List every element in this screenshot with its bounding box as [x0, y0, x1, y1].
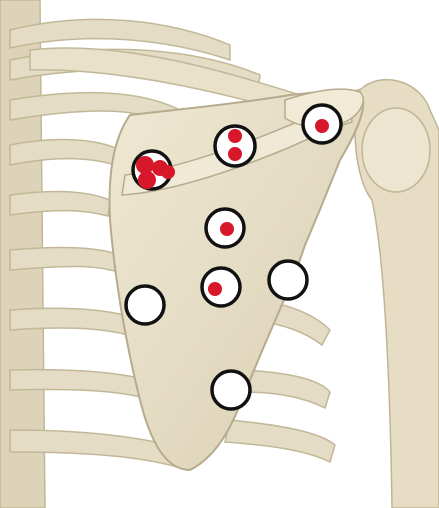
marker-infraspinous-medial[interactable] [126, 286, 164, 324]
rib [10, 248, 120, 272]
marker-spine-middle[interactable] [206, 209, 244, 247]
humerus [355, 80, 439, 508]
marker-dot [208, 282, 222, 296]
marker-dot [161, 165, 175, 179]
marker-dot [315, 119, 329, 133]
marker-dot [138, 171, 156, 189]
marker-inferior-angle[interactable] [212, 371, 250, 409]
marker-infraspinous-center[interactable] [202, 268, 240, 306]
rib [240, 370, 330, 408]
marker-dot [228, 129, 242, 143]
rib [10, 191, 110, 216]
rib [225, 420, 335, 462]
marker-dot [220, 222, 234, 236]
marker-spine-upper[interactable] [215, 126, 255, 166]
marker-acromion[interactable] [303, 105, 341, 143]
rib [10, 140, 120, 166]
marker-dot [228, 147, 242, 161]
marker-infraspinous-lateral[interactable] [269, 261, 307, 299]
